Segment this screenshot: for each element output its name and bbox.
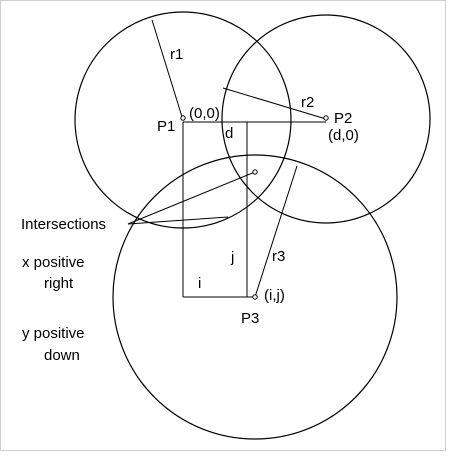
- label-i: i: [198, 275, 201, 292]
- circle-p2: [221, 14, 431, 224]
- label-p3: P3: [241, 310, 259, 327]
- radius-line-r3: [254, 165, 298, 298]
- circle-p3: [112, 154, 398, 440]
- intersection-pointer-upper: [127, 171, 256, 225]
- label-x-axis-line1: x positive: [22, 254, 85, 271]
- label-r1: r1: [170, 46, 183, 63]
- label-p1: P1: [157, 118, 175, 135]
- label-x-axis-line2: right: [44, 275, 74, 292]
- label-r3: r3: [272, 248, 285, 265]
- label-intersections: Intersections: [21, 216, 106, 233]
- label-p2-coord: (d,0): [328, 127, 359, 144]
- label-origin: (0,0): [189, 105, 220, 122]
- label-y-axis-line1: y positive: [22, 325, 85, 342]
- label-d: d: [225, 125, 233, 142]
- radius-line-r1: [151, 19, 184, 121]
- label-y-axis-line2: down: [44, 347, 80, 364]
- point-intersection: [252, 169, 258, 175]
- intersection-pointer-lower: [127, 216, 229, 225]
- point-p2: [323, 115, 329, 121]
- point-p3: [252, 294, 258, 300]
- label-j: j: [230, 249, 234, 266]
- label-r2: r2: [301, 94, 314, 111]
- label-p3-coord: (i,j): [264, 287, 285, 304]
- point-p1: [180, 115, 186, 121]
- radius-line-r2: [222, 87, 327, 120]
- label-p2: P2: [334, 110, 352, 127]
